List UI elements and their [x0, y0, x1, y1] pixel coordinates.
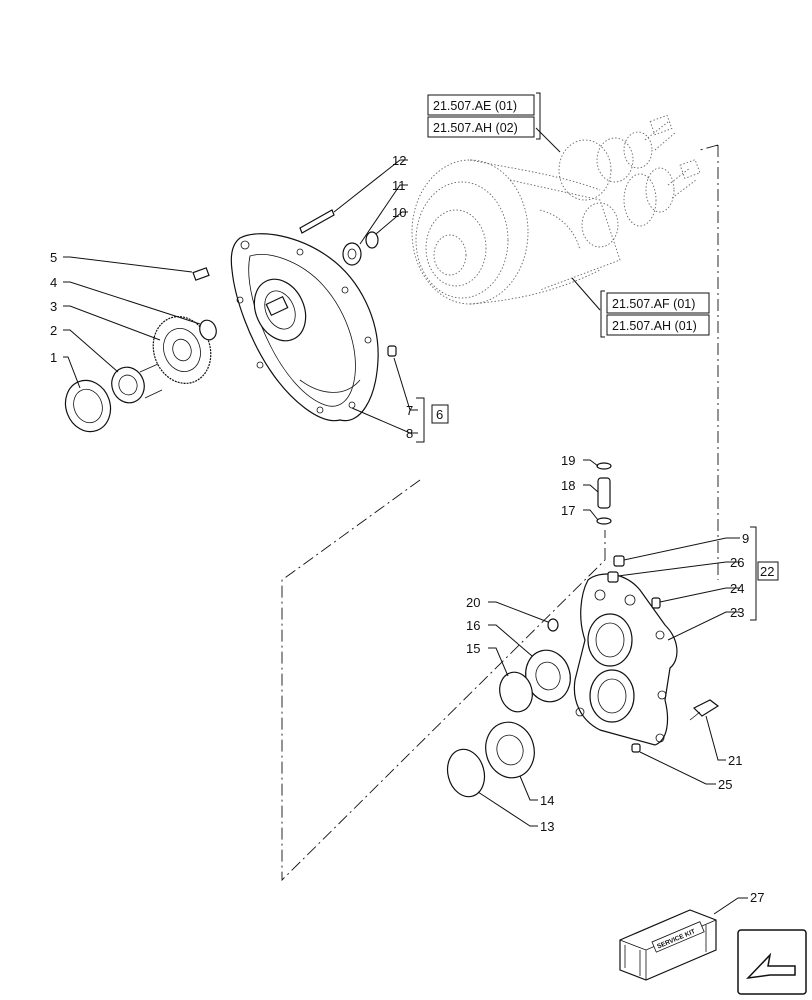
callout-3: 3 [50, 299, 57, 314]
group-ref-6-label: 6 [436, 407, 443, 422]
callout-5: 5 [50, 250, 57, 265]
bolt-21[interactable] [689, 699, 720, 721]
plug-24[interactable] [651, 597, 661, 609]
section-ref-label: 21.507.AF (01) [612, 297, 695, 311]
gear-shaft-2[interactable] [107, 363, 163, 408]
callout-23: 23 [730, 605, 744, 620]
callout-10: 10 [392, 205, 406, 220]
callout-24: 24 [730, 581, 744, 596]
pin-7[interactable] [387, 345, 397, 357]
gear-3[interactable] [144, 308, 220, 391]
callout-16: 16 [466, 618, 480, 633]
callout-14: 14 [540, 793, 554, 808]
group-ref-22[interactable]: 22 [757, 561, 779, 581]
bushing-11[interactable] [342, 242, 362, 266]
o-ring-20[interactable] [547, 618, 559, 632]
pin-25[interactable] [631, 743, 641, 753]
section-ref-label: 21.507.AH (01) [612, 319, 697, 333]
bearing-14[interactable] [480, 717, 541, 784]
callout-1: 1 [50, 350, 57, 365]
group-ref-22-label: 22 [760, 564, 774, 579]
section-ref-top[interactable]: 21.507.AE (01) 21.507.AH (02) [427, 92, 541, 140]
ring-10[interactable] [365, 231, 379, 249]
callout-21: 21 [728, 753, 742, 768]
callout-4: 4 [50, 275, 57, 290]
group-ref-6[interactable]: 6 [431, 404, 449, 424]
callout-labels: 1 2 3 4 5 7 8 9 10 11 12 13 14 15 16 17 … [50, 153, 764, 905]
callout-27: 27 [750, 890, 764, 905]
callout-20: 20 [466, 595, 480, 610]
section-ref-label: 21.507.AH (02) [433, 121, 518, 135]
assembly-centerline [281, 144, 719, 882]
callout-2: 2 [50, 323, 57, 338]
callout-7: 7 [406, 403, 413, 418]
callout-26: 26 [730, 555, 744, 570]
callout-25: 25 [718, 777, 732, 792]
snap-ring-13[interactable] [442, 745, 489, 801]
o-ring-17[interactable] [596, 517, 612, 525]
next-page-arrow-icon [745, 952, 796, 980]
snap-ring-15[interactable] [495, 669, 536, 716]
callout-12: 12 [392, 153, 406, 168]
section-ref-right[interactable]: 21.507.AF (01) 21.507.AH (01) [600, 290, 710, 338]
callout-8: 8 [406, 426, 413, 441]
lower-housing[interactable] [573, 573, 678, 746]
plug-9[interactable] [613, 555, 625, 567]
gearbox-assembly-reference [411, 114, 701, 305]
snap-ring-4[interactable] [197, 318, 219, 342]
plug-26[interactable] [607, 571, 619, 583]
callout-13: 13 [540, 819, 554, 834]
bolt-5[interactable] [192, 267, 210, 281]
next-page-button[interactable] [737, 929, 807, 995]
callout-11: 11 [392, 178, 406, 193]
callout-9: 9 [742, 531, 749, 546]
oil-tube-18[interactable] [597, 477, 611, 509]
service-kit-box[interactable]: SERVICE KIT [619, 909, 717, 981]
callout-17: 17 [561, 503, 575, 518]
stud-12[interactable] [299, 209, 335, 234]
callout-19: 19 [561, 453, 575, 468]
callout-18: 18 [561, 478, 575, 493]
callout-15: 15 [466, 641, 480, 656]
section-ref-label: 21.507.AE (01) [433, 99, 517, 113]
o-ring-19[interactable] [596, 462, 612, 470]
leader-lines [63, 127, 757, 915]
housing-cover[interactable] [230, 233, 379, 422]
bearing-1[interactable] [58, 374, 117, 438]
